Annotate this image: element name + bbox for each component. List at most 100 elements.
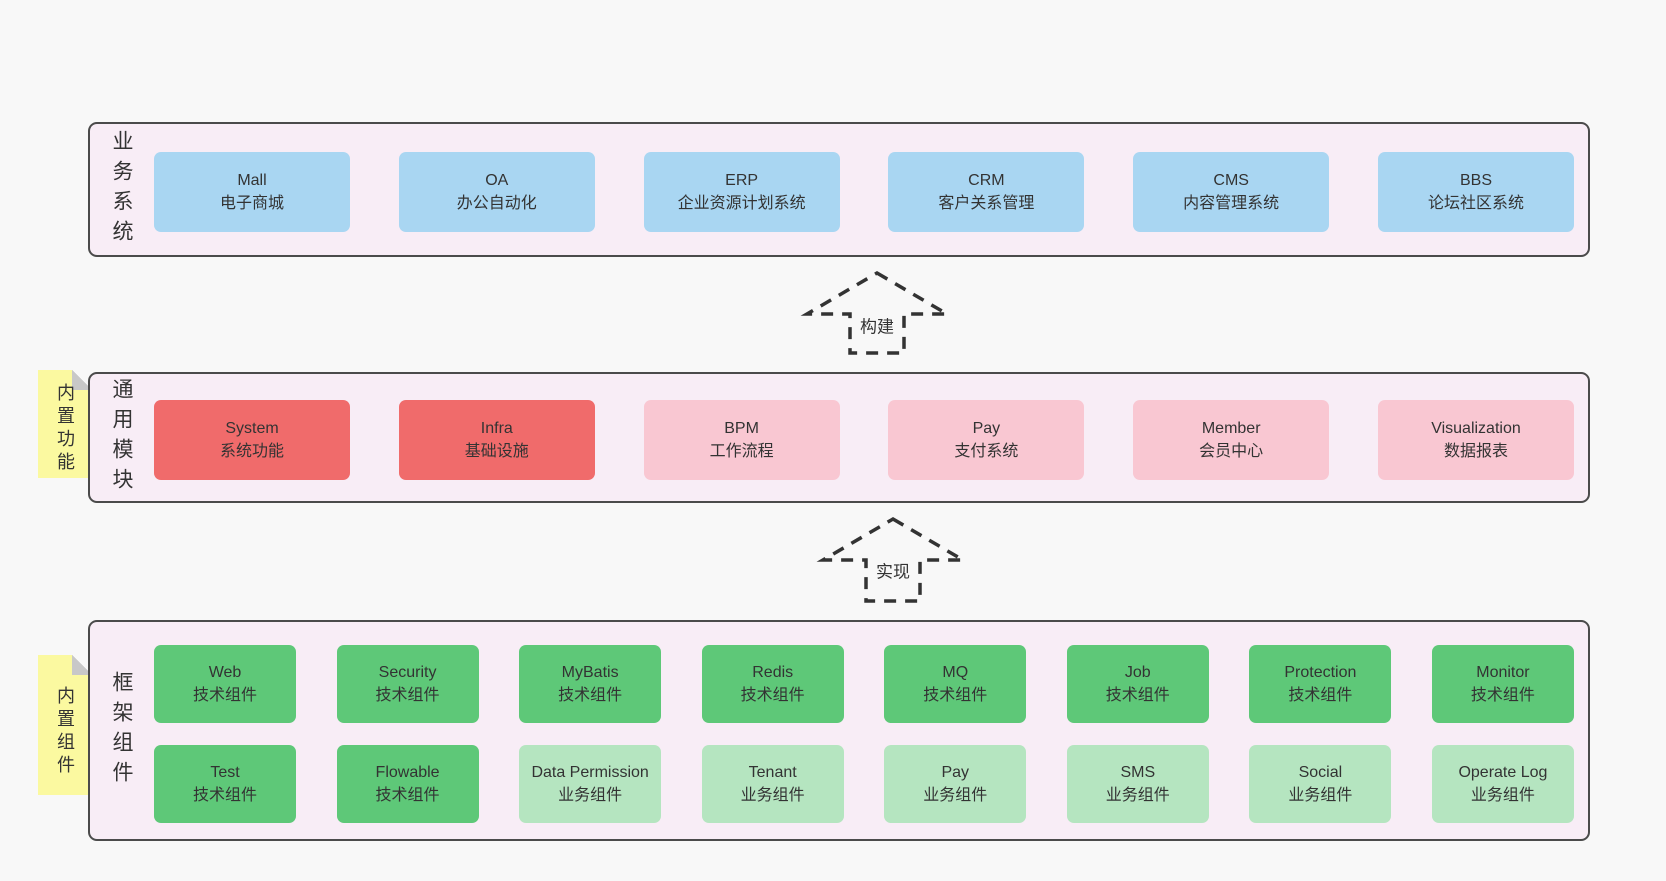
box-subtitle: 内容管理系统: [1183, 195, 1280, 212]
box-title: Mall: [237, 172, 267, 189]
box-subtitle: 系统功能: [219, 443, 284, 460]
box-title: BBS: [1459, 172, 1492, 189]
business-systems-row: Mall 电子商城 OA 办公自动化 ERP 企业资源计划系统 CRM 客户关系…: [154, 152, 1574, 232]
framework-components-row-1: Web 技术组件 Security 技术组件 MyBatis 技术组件 Redi…: [154, 645, 1574, 723]
implement-up-arrow-icon: [816, 516, 970, 603]
box-subtitle: 技术组件: [1105, 687, 1170, 704]
box-flowable: Flowable 技术组件: [336, 745, 479, 823]
box-subtitle: 论坛社区系统: [1427, 195, 1524, 212]
box-subtitle: 业务组件: [1288, 787, 1353, 804]
box-subtitle: 技术组件: [1470, 687, 1535, 704]
box-tenant: Tenant 业务组件: [701, 745, 844, 823]
box-subtitle: 技术组件: [375, 787, 440, 804]
box-subtitle: 技术组件: [192, 787, 257, 804]
box-job: Job 技术组件: [1066, 645, 1209, 723]
framework-components-row-2: Test 技术组件 Flowable 技术组件 Data Permission …: [154, 745, 1574, 823]
box-title: Pay: [972, 420, 1001, 437]
box-title: Web: [208, 664, 242, 681]
box-title: SMS: [1120, 764, 1156, 781]
box-protection: Protection 技术组件: [1249, 645, 1392, 723]
box-title: MQ: [942, 664, 969, 681]
box-title: Member: [1201, 420, 1261, 437]
box-subtitle: 工作流程: [709, 443, 774, 460]
box-subtitle: 会员中心: [1199, 443, 1264, 460]
box-subtitle: 技术组件: [375, 687, 440, 704]
box-title: Protection: [1284, 664, 1357, 681]
box-title: Tenant: [748, 764, 797, 781]
box-member: Member 会员中心: [1133, 400, 1330, 480]
box-erp: ERP 企业资源计划系统: [643, 152, 840, 232]
box-subtitle: 企业资源计划系统: [677, 195, 806, 212]
layer-common-modules: 通用模块 System 系统功能 Infra 基础设施 BPM 工作流程 Pay…: [88, 372, 1590, 503]
box-title: BPM: [724, 420, 759, 437]
box-title: CRM: [968, 172, 1005, 189]
box-subtitle: 办公自动化: [456, 195, 537, 212]
box-web: Web 技术组件: [154, 645, 296, 723]
box-infra: Infra 基础设施: [398, 400, 595, 480]
box-subtitle: 业务组件: [1470, 787, 1535, 804]
box-subtitle: 客户关系管理: [938, 195, 1035, 212]
box-subtitle: 技术组件: [558, 687, 623, 704]
box-title: Flowable: [375, 764, 440, 781]
box-mybatis: MyBatis 技术组件: [519, 645, 662, 723]
layer-business-systems: 业务系统 Mall 电子商城 OA 办公自动化 ERP 企业资源计划系统 CRM…: [88, 122, 1590, 257]
box-title: Infra: [480, 420, 513, 437]
box-subtitle: 业务组件: [1105, 787, 1170, 804]
box-bpm: BPM 工作流程: [643, 400, 840, 480]
box-operate-log: Operate Log 业务组件: [1431, 745, 1574, 823]
box-subtitle: 业务组件: [558, 787, 623, 804]
box-title: CMS: [1213, 172, 1249, 189]
box-subtitle: 技术组件: [192, 687, 257, 704]
build-arrow-label: 构建: [856, 311, 898, 339]
sticky-note-built-in-features: 内置功能: [38, 370, 92, 478]
box-redis: Redis 技术组件: [701, 645, 844, 723]
box-data-permission: Data Permission 业务组件: [519, 745, 662, 823]
box-subtitle: 基础设施: [464, 443, 529, 460]
box-pay-component: Pay 业务组件: [884, 745, 1027, 823]
box-subtitle: 电子商城: [219, 195, 284, 212]
box-title: MyBatis: [561, 664, 619, 681]
box-monitor: Monitor 技术组件: [1431, 645, 1574, 723]
box-subtitle: 数据报表: [1443, 443, 1508, 460]
box-title: Redis: [752, 664, 794, 681]
box-title: OA: [485, 172, 509, 189]
layer-label-common-modules: 通用模块: [110, 377, 133, 498]
box-title: Social: [1298, 764, 1343, 781]
box-social: Social 业务组件: [1249, 745, 1392, 823]
box-title: Data Permission: [531, 764, 649, 781]
box-subtitle: 技术组件: [1288, 687, 1353, 704]
layer-label-business-systems: 业务系统: [110, 129, 133, 250]
box-subtitle: 业务组件: [740, 787, 805, 804]
box-system: System 系统功能: [154, 400, 350, 480]
box-subtitle: 支付系统: [954, 443, 1019, 460]
sticky-note-text: 内置功能: [55, 383, 75, 476]
box-title: Operate Log: [1458, 764, 1548, 781]
folded-corner-icon: [72, 370, 92, 390]
box-pay-module: Pay 支付系统: [888, 400, 1085, 480]
box-title: System: [225, 420, 279, 437]
layer-framework-components: 框架组件 Web 技术组件 Security 技术组件 MyBatis 技术组件…: [88, 620, 1590, 841]
box-bbs: BBS 论坛社区系统: [1377, 152, 1574, 232]
box-title: ERP: [725, 172, 759, 189]
box-security: Security 技术组件: [336, 645, 479, 723]
box-title: Security: [378, 664, 437, 681]
build-up-arrow-icon: [800, 270, 954, 355]
box-crm: CRM 客户关系管理: [888, 152, 1085, 232]
layer-label-framework-components: 框架组件: [110, 670, 133, 791]
sticky-note-built-in-components: 内置组件: [38, 655, 92, 795]
box-test: Test 技术组件: [154, 745, 296, 823]
box-title: Pay: [941, 764, 970, 781]
box-title: Visualization: [1431, 420, 1521, 437]
implement-arrow-label: 实现: [872, 556, 914, 584]
box-sms: SMS 业务组件: [1066, 745, 1209, 823]
box-cms: CMS 内容管理系统: [1133, 152, 1330, 232]
box-subtitle: 业务组件: [923, 787, 988, 804]
box-oa: OA 办公自动化: [398, 152, 595, 232]
sticky-note-text: 内置组件: [55, 686, 75, 778]
box-subtitle: 技术组件: [740, 687, 805, 704]
box-title: Job: [1124, 664, 1151, 681]
box-mall: Mall 电子商城: [154, 152, 350, 232]
box-mq: MQ 技术组件: [884, 645, 1027, 723]
box-title: Monitor: [1476, 664, 1530, 681]
common-modules-row: System 系统功能 Infra 基础设施 BPM 工作流程 Pay 支付系统…: [154, 400, 1574, 480]
